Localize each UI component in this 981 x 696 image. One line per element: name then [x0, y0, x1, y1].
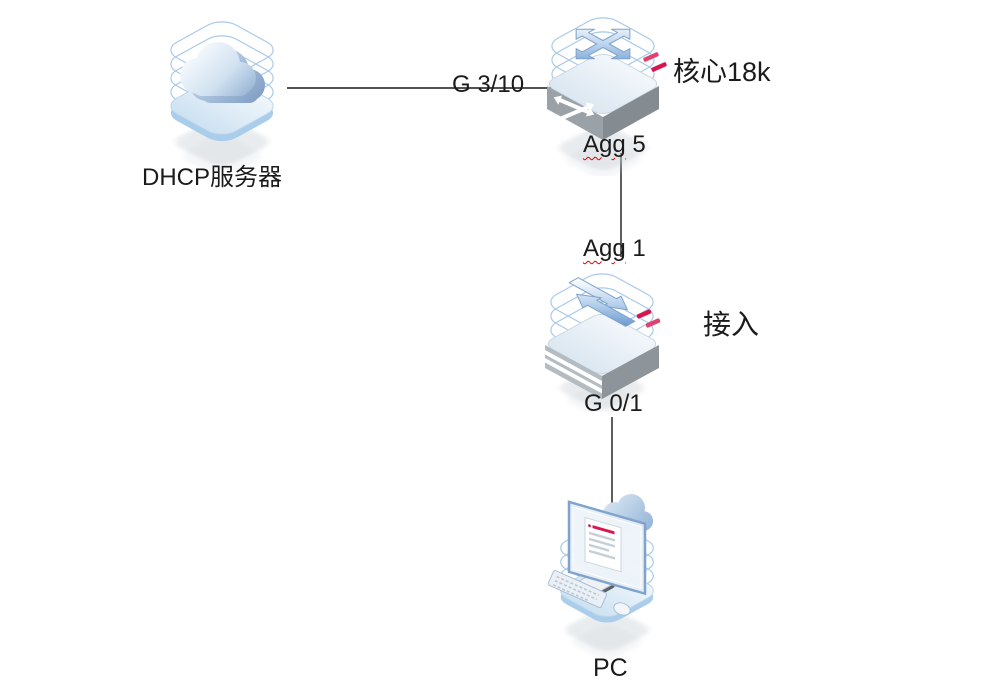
screen-document [584, 516, 622, 573]
cloud-icon [180, 42, 265, 103]
node-label-access-switch: 接入 [703, 309, 760, 340]
node-label-pc: PC [593, 654, 628, 682]
icon-reflection [565, 609, 649, 660]
red-dashes [636, 309, 661, 328]
node-label-dhcp-server: DHCP服务器 [142, 164, 283, 191]
cloud-server-stack-icon [152, 8, 292, 170]
four-way-arrows-icon [549, 14, 656, 73]
port-label-agg5-word: Agg [583, 131, 626, 158]
port-label-agg5: Agg 5 [583, 131, 646, 159]
port-label-agg1-number: 1 [625, 235, 646, 262]
mouse-icon [613, 602, 631, 616]
switch-chassis [545, 311, 659, 399]
port-label-agg5-number: 5 [625, 131, 646, 158]
workstation-stack-icon [547, 494, 671, 660]
port-label-agg1-word: Agg [583, 235, 626, 262]
switch-chassis [547, 51, 659, 140]
icon-reflection [559, 126, 647, 176]
node-label-core-switch: 核心18k [673, 57, 771, 87]
port-label-g0-1: G 0/1 [584, 390, 643, 417]
monitor-icon [567, 500, 647, 596]
workgroup-switch-stack-icon [545, 262, 661, 412]
port-label-agg1: Agg 1 [583, 235, 646, 263]
multilayer-switch-stack-icon [547, 0, 667, 176]
red-dashes [643, 52, 667, 72]
switch-arrows-glyph [553, 95, 595, 124]
port-label-g3-10: G 3/10 [452, 71, 525, 98]
keyboard-icon [547, 570, 608, 609]
opposing-arrows-icon [553, 275, 651, 329]
